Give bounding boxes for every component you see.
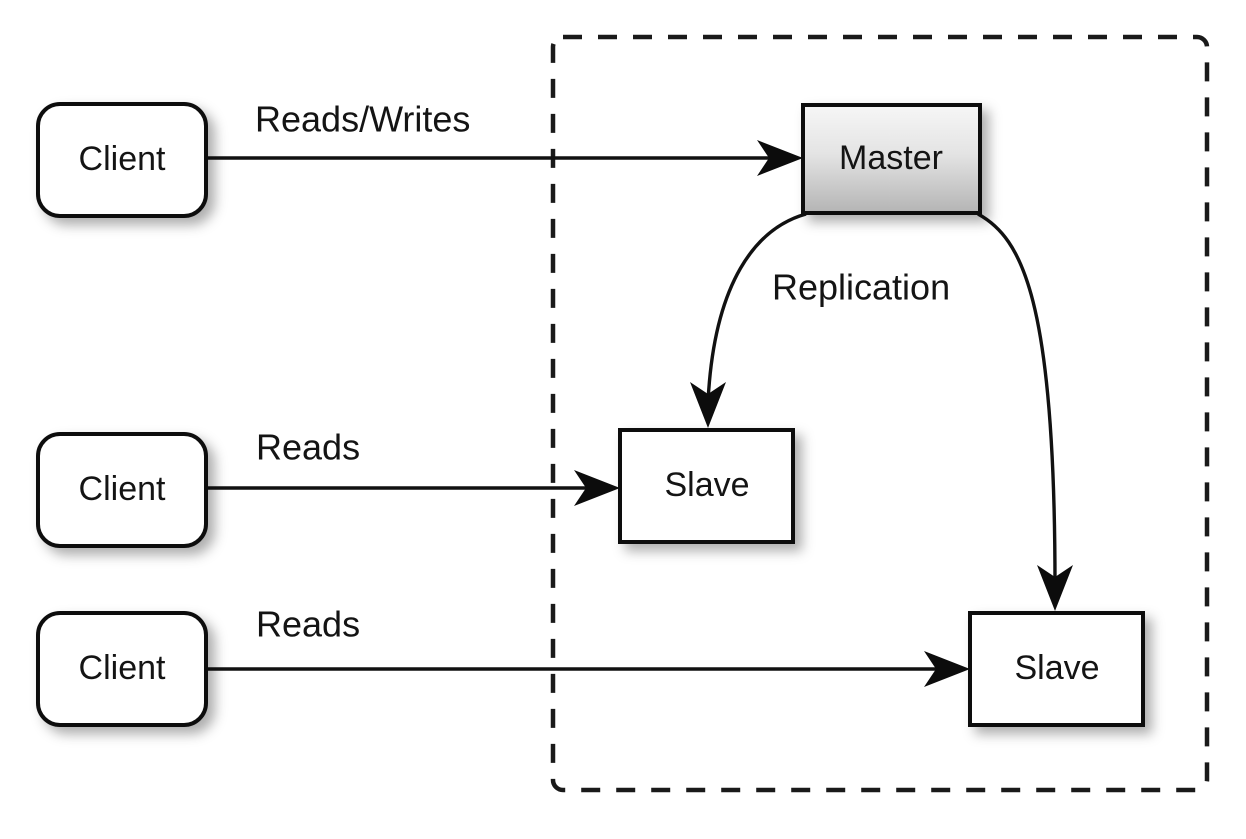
edge-master-to-slave2 bbox=[977, 212, 1073, 611]
arrow-head-icon bbox=[1037, 565, 1073, 611]
node-label: Client bbox=[79, 649, 166, 687]
edge-client1-to-master bbox=[206, 140, 803, 176]
node-slave-1[interactable]: Slave bbox=[618, 428, 795, 544]
edge-curve bbox=[977, 212, 1057, 585]
edge-master-to-slave1 bbox=[690, 212, 807, 428]
client-box[interactable] bbox=[36, 102, 208, 218]
node-label: Master bbox=[839, 139, 943, 177]
edge-label-reads-slave1: Reads bbox=[256, 427, 360, 468]
arrow-head-icon bbox=[924, 651, 970, 687]
slave-box[interactable] bbox=[618, 428, 795, 544]
node-label: Slave bbox=[664, 466, 749, 504]
arrow-head-icon bbox=[757, 140, 803, 176]
node-master[interactable]: Master bbox=[801, 103, 982, 215]
edge-curve bbox=[706, 212, 807, 403]
node-client-1[interactable]: Client bbox=[36, 102, 208, 218]
node-label: Client bbox=[79, 470, 166, 508]
edge-label-reads-slave2: Reads bbox=[256, 604, 360, 645]
master-box[interactable] bbox=[801, 103, 982, 215]
client-box[interactable] bbox=[36, 611, 208, 727]
client-box[interactable] bbox=[36, 432, 208, 548]
replication-cluster-boundary bbox=[550, 34, 1210, 793]
node-slave-2[interactable]: Slave bbox=[968, 611, 1145, 727]
arrow-head-icon bbox=[574, 470, 620, 506]
edge-client2-to-slave1 bbox=[206, 470, 620, 506]
node-label: Client bbox=[79, 140, 166, 178]
edge-label-replication: Replication bbox=[772, 267, 950, 308]
slave-box[interactable] bbox=[968, 611, 1145, 727]
edge-label-reads-writes: Reads/Writes bbox=[255, 99, 470, 140]
edge-client3-to-slave2 bbox=[206, 651, 970, 687]
node-client-2[interactable]: Client bbox=[36, 432, 208, 548]
arrow-head-icon bbox=[690, 382, 726, 428]
node-label: Slave bbox=[1014, 649, 1099, 687]
node-client-3[interactable]: Client bbox=[36, 611, 208, 727]
